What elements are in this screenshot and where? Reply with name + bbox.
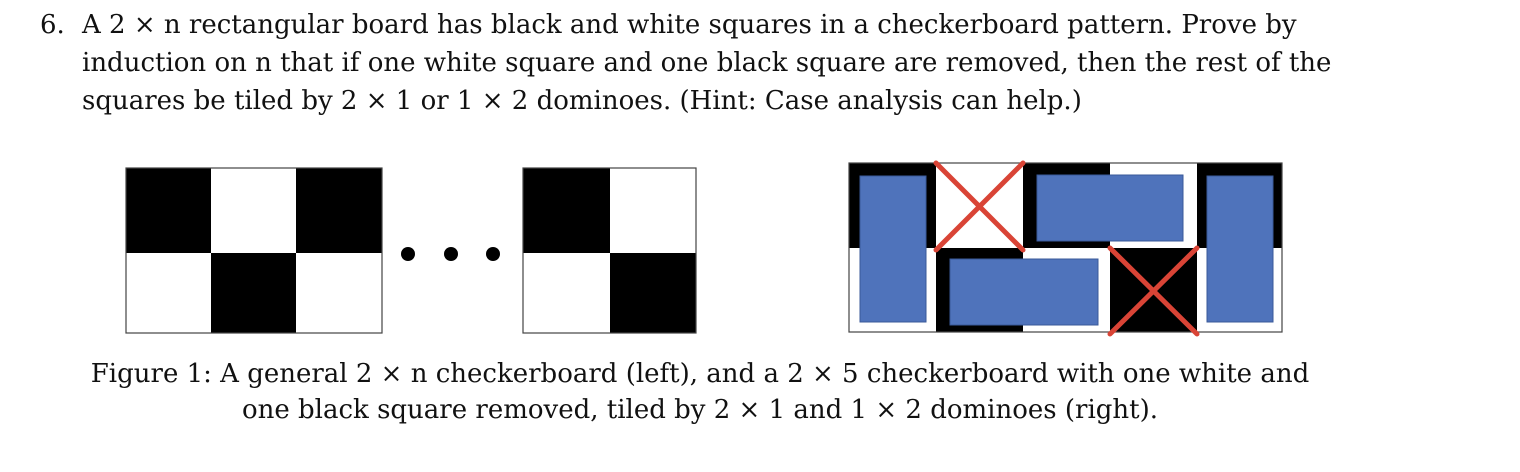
problem-line-2: induction on n that if one white square … [82,48,1332,78]
removed-black-square-cross [1107,245,1200,337]
figure-caption: Figure 1: A general 2 × n checkerboard (… [60,356,1340,428]
problem-line-1: A 2 × n rectangular board has black and … [82,10,1297,40]
cell-r1-cn [610,168,696,253]
ellipsis-dot-2 [444,247,458,261]
board-left-outline [125,167,383,334]
problem-statement: 6. A 2 × n rectangular board has black a… [40,6,1340,120]
tiled-2x5-board [848,160,1283,337]
removed-white-square-cross [933,160,1026,253]
cell-r1-c1 [126,168,211,253]
problem-number: 6. [40,10,65,40]
cell-r1-c2 [211,168,296,253]
caption-line-1: Figure 1: A general 2 × n checkerboard (… [90,359,1310,389]
cell-r1-c3 [296,168,382,253]
ellipsis-dot-3 [486,247,500,261]
general-checkerboard [125,167,697,334]
tiled-board-outline [848,162,1283,333]
domino-vertical-col5 [1206,175,1274,323]
caption-line-2: one black square removed, tiled by 2 × 1… [241,395,1159,425]
board-right-part-outline [522,167,697,334]
domino-vertical-col1 [859,175,927,323]
ellipsis-dot-1 [401,247,415,261]
cell-r2-cn-1 [523,253,610,333]
cell-r2-cn [610,253,696,333]
cell-r1-cn-1 [523,168,610,253]
problem-line-3: squares be tiled by 2 × 1 or 1 × 2 domin… [82,86,1082,116]
domino-horizontal-bottom-c2c3 [949,258,1099,326]
cell-r2-c1 [126,253,211,333]
domino-horizontal-top-c3c4 [1036,174,1184,242]
cell-r2-c2 [211,253,296,333]
cell-r2-c3 [296,253,382,333]
